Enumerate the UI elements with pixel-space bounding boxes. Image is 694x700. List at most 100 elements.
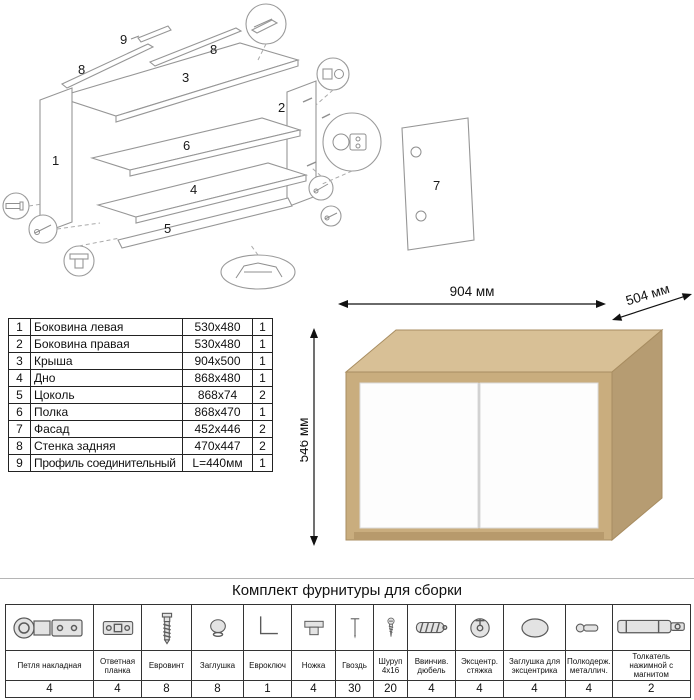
part-size: 530x480 [182, 335, 253, 353]
hardware-qty: 1 [243, 680, 292, 698]
table-row: 8 Стенка задняя 470x447 2 [8, 437, 273, 455]
part-size: 868x480 [182, 369, 253, 387]
hinge-icon [12, 616, 83, 639]
shelf-pin-icon [575, 623, 599, 632]
height-label: 546 мм [300, 418, 311, 463]
connector-profile [130, 25, 172, 43]
hardware-qty: 30 [335, 680, 374, 698]
part-number: 2 [8, 335, 31, 353]
hardware-qty: 8 [141, 680, 192, 698]
part-size: 868x470 [182, 403, 253, 421]
part-qty: 1 [252, 403, 273, 421]
hardware-name: Евровинт [141, 650, 192, 681]
hardware-name: Евроключ [243, 650, 292, 681]
part-number: 8 [8, 437, 31, 455]
part-size: 868x74 [182, 386, 253, 404]
hardware-name: Гвоздь [335, 650, 374, 681]
hardware-qty: 4 [93, 680, 142, 698]
hardware-kit-title: Комплект фурнитуры для сборки [231, 582, 463, 599]
plinth-panel [117, 197, 293, 249]
section-divider [0, 578, 694, 579]
part-qty: 1 [252, 369, 273, 387]
part-name: Боковина правая [30, 335, 183, 353]
leg-icon [303, 620, 324, 635]
hardware-name: Шуруп 4x16 [373, 650, 408, 681]
part-number: 6 [8, 403, 31, 421]
shelf-panel [89, 117, 303, 177]
hardware-names-row: Петля накладная Ответная планка Евровинт… [5, 650, 691, 681]
hardware-qty: 4 [291, 680, 336, 698]
part-size: 530x480 [182, 318, 253, 336]
part-number: 1 [8, 318, 31, 336]
nail-icon [350, 617, 359, 639]
part-name: Полка [30, 403, 183, 421]
cam-lock-icon [469, 617, 490, 638]
table-row: 1 Боковина левая 530x480 1 [8, 318, 273, 336]
part-label-8b: 8 [210, 42, 217, 57]
hardware-name: Петля накладная [5, 650, 94, 681]
part-number: 3 [8, 352, 31, 370]
cabinet-door-left [359, 382, 479, 529]
part-number: 9 [8, 454, 31, 472]
hardware-qty: 2 [611, 680, 691, 698]
part-qty: 2 [252, 386, 273, 404]
back-panels [60, 27, 243, 89]
hardware-qty: 4 [5, 680, 94, 698]
cap-icon [209, 618, 226, 637]
hardware-table: Петля накладная Ответная планка Евровинт… [5, 604, 691, 698]
table-row: 3 Крыша 904x500 1 [8, 352, 273, 370]
part-size: 470x447 [182, 437, 253, 455]
product-view: 904 мм 504 мм 546 мм [296, 280, 694, 575]
hardware-name: Толкатель нажимной с магнитом [611, 650, 691, 681]
table-row: 9 Профиль соединительный L=440мм 1 [8, 454, 273, 472]
part-name: Крыша [30, 352, 183, 370]
part-size: 452x446 [182, 420, 253, 438]
exploded-diagram: 1 2 3 4 5 6 7 8 8 9 [2, 3, 475, 290]
depth-dimension: 504 мм [612, 281, 692, 321]
hardware-name: Эксцентр. стяжка [455, 650, 504, 681]
cabinet-door-right [479, 382, 599, 529]
hardware-icons-row [5, 604, 691, 651]
top-panel [56, 42, 300, 123]
part-name: Цоколь [30, 386, 183, 404]
part-label-7: 7 [433, 178, 440, 193]
part-name: Стенка задняя [30, 437, 183, 455]
product-render: 904 мм 504 мм 546 мм [296, 281, 692, 546]
facade-door [401, 117, 475, 251]
table-row: 6 Полка 868x470 1 [8, 403, 273, 421]
table-row: 7 Фасад 452x446 2 [8, 420, 273, 438]
part-name: Фасад [30, 420, 183, 438]
cabinet-plinth [354, 532, 604, 540]
left-side-panel [39, 87, 73, 235]
part-number: 5 [8, 386, 31, 404]
part-label-3: 3 [182, 70, 189, 85]
hardware-qty-row: 4 4 8 8 1 4 30 20 4 4 4 4 2 [5, 680, 691, 698]
table-row: 2 Боковина правая 530x480 1 [8, 335, 273, 353]
strike-plate-icon [102, 620, 133, 635]
part-label-4: 4 [190, 182, 197, 197]
hardware-qty: 4 [565, 680, 613, 698]
hardware-name: Ответная планка [93, 650, 142, 681]
push-latch-icon [617, 619, 686, 633]
hardware-name: Заглушка для эксцентрика [503, 650, 566, 681]
hardware-name: Заглушка [191, 650, 244, 681]
hex-key-icon [259, 615, 278, 634]
part-qty: 2 [252, 437, 273, 455]
part-name: Боковина левая [30, 318, 183, 336]
hardware-qty: 4 [455, 680, 504, 698]
part-name: Профиль соединительный [30, 454, 183, 472]
part-size: L=440мм [182, 454, 253, 472]
height-dimension: 546 мм [296, 328, 318, 546]
part-label-9: 9 [120, 32, 127, 47]
part-qty: 1 [252, 318, 273, 336]
table-row: 4 Дно 868x480 1 [8, 369, 273, 387]
dowel-icon [415, 621, 447, 633]
euroscrew-callout [2, 192, 30, 220]
hardware-name: Полкодерж. металлич. [565, 650, 613, 681]
part-label-2: 2 [278, 100, 285, 115]
cam-cap-icon [520, 617, 549, 638]
part-qty: 1 [252, 335, 273, 353]
callout-icons [5, 18, 367, 279]
width-dimension: 904 мм [338, 284, 606, 308]
